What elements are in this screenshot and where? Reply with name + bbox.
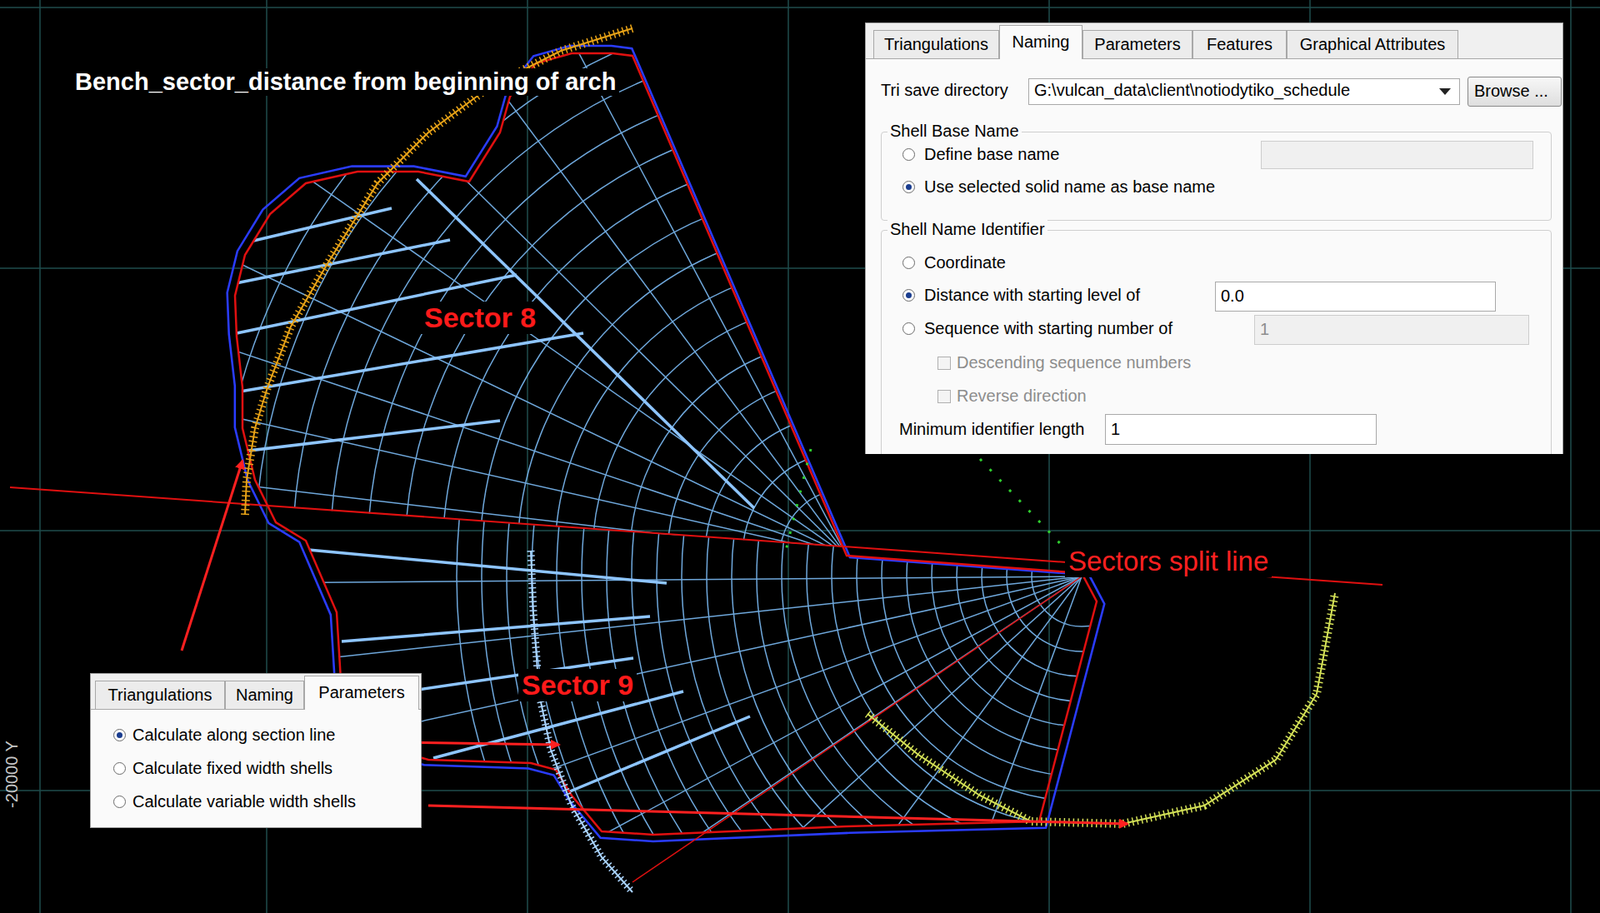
checkbox-label: Reverse direction bbox=[956, 386, 1087, 406]
tab-label: Features bbox=[1206, 35, 1273, 54]
tab-active: Naming bbox=[999, 25, 1083, 60]
tab: Triangulations bbox=[873, 30, 1000, 59]
radio-label: Calculate fixed width shells bbox=[132, 759, 333, 779]
input-value: 1 bbox=[1260, 320, 1270, 340]
sector-split-line bbox=[10, 487, 1383, 585]
tab-label: Naming bbox=[235, 685, 294, 705]
sector-label: Sector 8 bbox=[420, 301, 540, 335]
checkbox-label: Descending sequence numbers bbox=[956, 353, 1191, 373]
checkbox bbox=[937, 356, 951, 370]
slide-title: Bench_sector_distance from beginning of … bbox=[71, 68, 620, 96]
sector-label: Sector 9 bbox=[518, 669, 637, 702]
radio-label: Calculate variable width shells bbox=[132, 792, 356, 812]
checkbox bbox=[937, 390, 951, 404]
input-value: 1 bbox=[1110, 420, 1120, 440]
bench-mesh bbox=[83, 0, 1600, 913]
radio-label: Coordinate bbox=[924, 253, 1006, 273]
naming-dialog: Triangulations Naming Parameters Feature… bbox=[865, 22, 1564, 455]
tab: Parameters bbox=[1082, 30, 1193, 59]
radio-label: Calculate along section line bbox=[132, 725, 336, 745]
radio bbox=[113, 762, 126, 775]
tab-label: Naming bbox=[1012, 32, 1070, 51]
button-label: Browse ... bbox=[1474, 81, 1549, 101]
text-input bbox=[1260, 140, 1534, 170]
field-label: Tri save directory bbox=[880, 80, 1009, 100]
text-input bbox=[1105, 414, 1377, 445]
radio bbox=[113, 795, 126, 809]
tab-active: Parameters bbox=[304, 675, 420, 710]
tab-label: Parameters bbox=[1094, 35, 1180, 54]
tab-label: Triangulations bbox=[884, 35, 989, 54]
group-title: Shell Base Name bbox=[887, 121, 1022, 141]
tab-label: Triangulations bbox=[108, 685, 213, 705]
split-line-label: Sectors split line bbox=[1065, 545, 1272, 578]
input-value: 0.0 bbox=[1220, 286, 1245, 306]
radio-selected bbox=[113, 729, 126, 742]
tab: Triangulations bbox=[95, 680, 225, 710]
axis-label: -20000 Y bbox=[2, 733, 22, 817]
radio bbox=[902, 256, 915, 270]
text-input bbox=[1254, 315, 1530, 345]
dropdown-arrow bbox=[1439, 88, 1451, 95]
parameters-dialog: Triangulations Naming Parameters Calcula… bbox=[90, 673, 422, 829]
radio-selected bbox=[902, 289, 915, 302]
tab: Naming bbox=[225, 680, 305, 710]
section-line bbox=[632, 576, 1082, 883]
radio-label: Use selected solid name as base name bbox=[924, 177, 1215, 197]
radio bbox=[902, 148, 915, 161]
tab-label: Graphical Attributes bbox=[1300, 35, 1446, 54]
dropdown-value: G:\vulcan_data\client\notiodytiko_schedu… bbox=[1034, 80, 1350, 100]
radio-selected bbox=[902, 180, 915, 194]
field-label: Minimum identifier length bbox=[899, 420, 1085, 440]
radio-label: Distance with starting level of bbox=[924, 285, 1140, 305]
radio bbox=[902, 322, 915, 335]
radio-label: Sequence with starting number of bbox=[924, 319, 1173, 339]
tab: Features bbox=[1192, 30, 1287, 59]
radio-label: Define base name bbox=[924, 145, 1060, 165]
tab-label: Parameters bbox=[318, 683, 405, 702]
text-input bbox=[1215, 281, 1496, 312]
tab: Graphical Attributes bbox=[1286, 30, 1459, 59]
group-title: Shell Name Identifier bbox=[887, 220, 1048, 240]
